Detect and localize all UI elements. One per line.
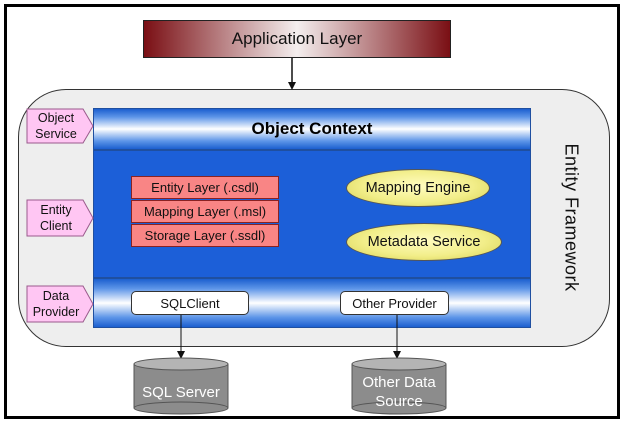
entity-client-tag: Entity Client	[26, 199, 94, 237]
other-provider-label: Other Provider	[352, 295, 437, 311]
sqlclient-box: SQLClient	[131, 291, 249, 315]
tag-shape	[26, 108, 94, 144]
application-layer-label: Application Layer	[231, 29, 363, 48]
database-icon	[351, 357, 447, 415]
object-service-tag: Object Service	[26, 108, 94, 144]
mapping-layer-box: Mapping Layer (.msl)	[131, 200, 279, 223]
other-data-source-database: Other Data Source	[351, 357, 447, 415]
entity-layer-label: Entity Layer (.csdl)	[151, 180, 259, 195]
entity-client-label: Entity Client	[40, 203, 72, 233]
data-provider-tag: Data Provider	[26, 285, 94, 323]
object-context-label: Object Context	[251, 119, 373, 138]
storage-layer-label: Storage Layer (.ssdl)	[144, 228, 266, 243]
object-service-label: Object Service	[35, 111, 77, 141]
outer-frame	[4, 4, 620, 419]
data-provider-label: Data Provider	[32, 289, 80, 319]
mapping-layer-label: Mapping Layer (.msl)	[143, 204, 267, 219]
entity-layer-box: Entity Layer (.csdl)	[131, 176, 279, 199]
application-layer-box: Application Layer	[143, 20, 451, 58]
sql-server-label: SQL Server	[142, 383, 220, 401]
other-provider-box: Other Provider	[340, 291, 449, 315]
sql-server-database: SQL Server	[133, 357, 229, 415]
mapping-engine-ellipse: Mapping Engine	[346, 169, 490, 207]
tag-shape	[26, 199, 94, 237]
sqlclient-label: SQLClient	[160, 295, 220, 311]
storage-layer-box: Storage Layer (.ssdl)	[131, 224, 279, 247]
metadata-service-label: Metadata Service	[367, 234, 481, 250]
database-icon	[133, 357, 229, 415]
other-data-source-label: Other Data Source	[362, 374, 436, 410]
mapping-engine-label: Mapping Engine	[365, 180, 471, 196]
metadata-service-ellipse: Metadata Service	[346, 223, 502, 261]
tag-shape	[26, 285, 94, 323]
object-context-band: Object Context	[93, 108, 531, 150]
